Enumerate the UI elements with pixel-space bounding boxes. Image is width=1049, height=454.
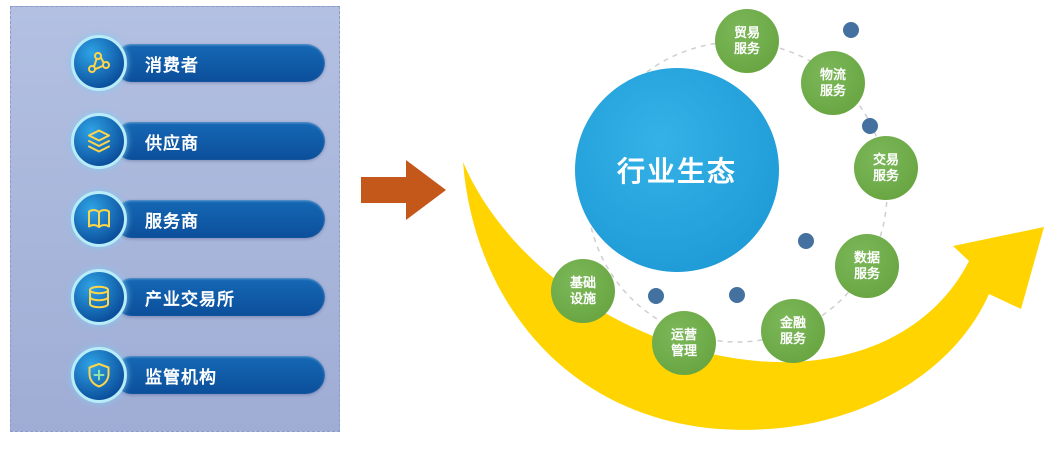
- connector-dot: [798, 233, 814, 249]
- satellite-financial-services: 金融服务: [761, 299, 825, 363]
- flow-arrow-icon: [361, 160, 446, 220]
- stakeholder-label: 供应商: [145, 133, 199, 153]
- layers-icon: [71, 113, 127, 169]
- row-consumer: 消费者: [11, 35, 339, 91]
- satellite-label: 数据服务: [853, 249, 880, 281]
- stakeholder-label: 服务商: [145, 211, 199, 231]
- satellite-label: 金融服务: [779, 314, 806, 346]
- stakeholder-label: 监管机构: [145, 367, 217, 387]
- ecosystem-center: 行业生态: [575, 68, 779, 272]
- satellite-data-services: 数据服务: [835, 234, 899, 298]
- stakeholder-pill: 监管机构: [113, 356, 325, 394]
- stakeholder-label: 产业交易所: [145, 289, 235, 309]
- stakeholder-pill: 消费者: [113, 44, 325, 82]
- satellite-label: 贸易服务: [733, 24, 760, 56]
- satellite-label: 运营管理: [670, 326, 697, 358]
- row-regulator: 监管机构: [11, 347, 339, 403]
- connector-dot: [648, 288, 664, 304]
- satellite-logistics-services: 物流服务: [801, 51, 865, 115]
- network-icon: [71, 35, 127, 91]
- shield-icon: [71, 347, 127, 403]
- row-supplier: 供应商: [11, 113, 339, 169]
- satellite-label: 基础设施: [569, 274, 596, 306]
- stakeholder-pill: 产业交易所: [113, 278, 325, 316]
- satellite-trade-services: 贸易服务: [715, 9, 779, 73]
- connector-dot: [729, 287, 745, 303]
- satellite-label: 物流服务: [819, 66, 846, 98]
- connector-dot: [843, 22, 859, 38]
- row-industry-exchange: 产业交易所: [11, 269, 339, 325]
- stakeholder-label: 消费者: [145, 55, 199, 75]
- ecosystem-center-label: 行业生态: [616, 156, 737, 187]
- book-icon: [71, 191, 127, 247]
- stakeholder-pill: 服务商: [113, 200, 325, 238]
- row-service-provider: 服务商: [11, 191, 339, 247]
- stakeholder-pill: 供应商: [113, 122, 325, 160]
- satellite-transaction-services: 交易服务: [854, 136, 918, 200]
- connector-dot: [862, 118, 878, 134]
- satellite-operations-management: 运营管理: [652, 311, 716, 375]
- satellite-label: 交易服务: [872, 151, 899, 183]
- satellite-infrastructure: 基础设施: [551, 259, 615, 323]
- stakeholders-panel: 消费者 供应商 服务商: [10, 6, 340, 432]
- database-icon: [71, 269, 127, 325]
